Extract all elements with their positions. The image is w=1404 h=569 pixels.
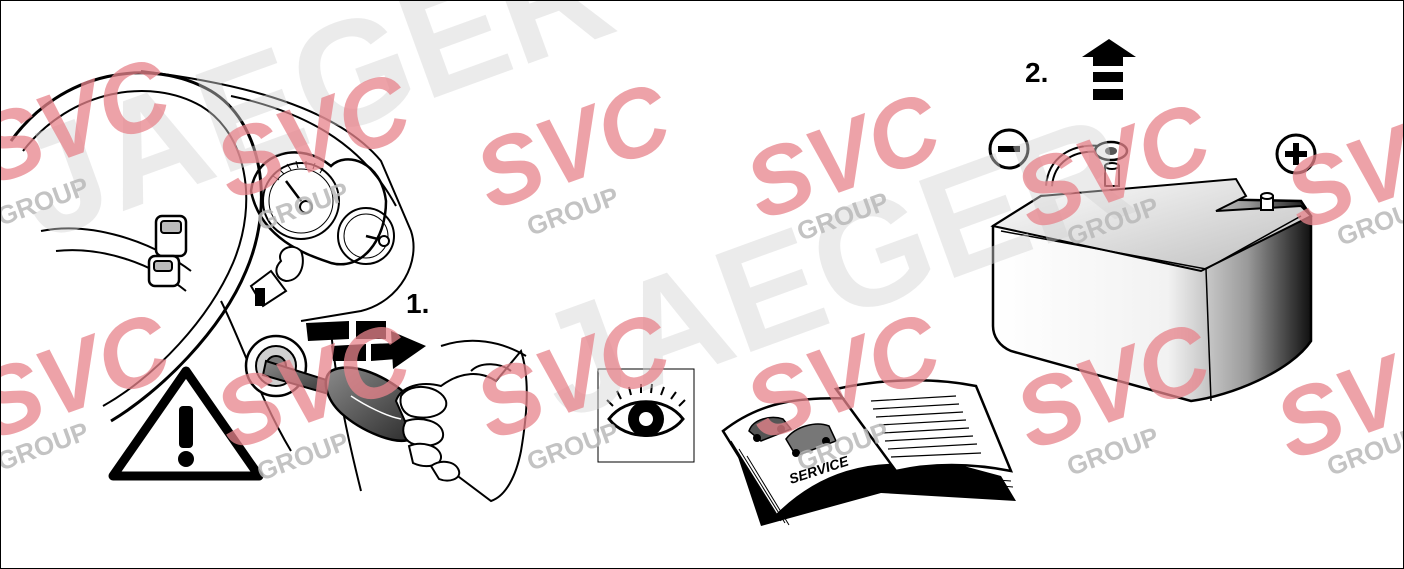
step-1-label: 1. [406, 288, 429, 319]
step-2-label: 2. [1025, 57, 1048, 88]
